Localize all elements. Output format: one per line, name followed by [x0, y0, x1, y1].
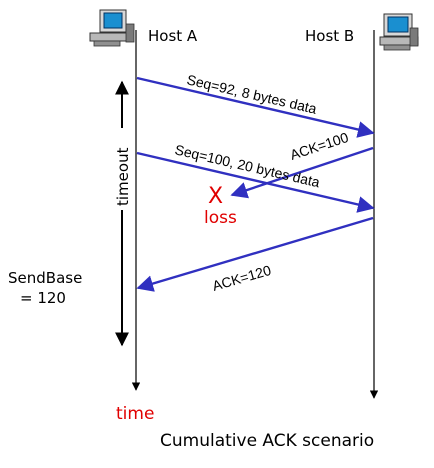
- diagram-caption: Cumulative ACK scenario: [160, 431, 374, 451]
- sendbase-line1: SendBase: [8, 269, 82, 287]
- seq92-arrow: [136, 76, 375, 138]
- ack120-arrow: [136, 216, 374, 292]
- ack120-label: ACK=120: [210, 262, 273, 294]
- ack100-arrow: [230, 146, 374, 199]
- host-a-computer-icon: [89, 9, 135, 47]
- host-b-label: Host B: [305, 27, 354, 45]
- loss-x-mark: X: [208, 184, 223, 209]
- host-b-computer-icon: [379, 13, 419, 51]
- seq100-arrow: [136, 151, 375, 213]
- sendbase-line2: = 120: [20, 289, 66, 307]
- timeout-label: timeout: [114, 147, 132, 206]
- time-label: time: [116, 404, 154, 424]
- host-a-label: Host A: [148, 27, 198, 45]
- loss-label: loss: [204, 208, 237, 228]
